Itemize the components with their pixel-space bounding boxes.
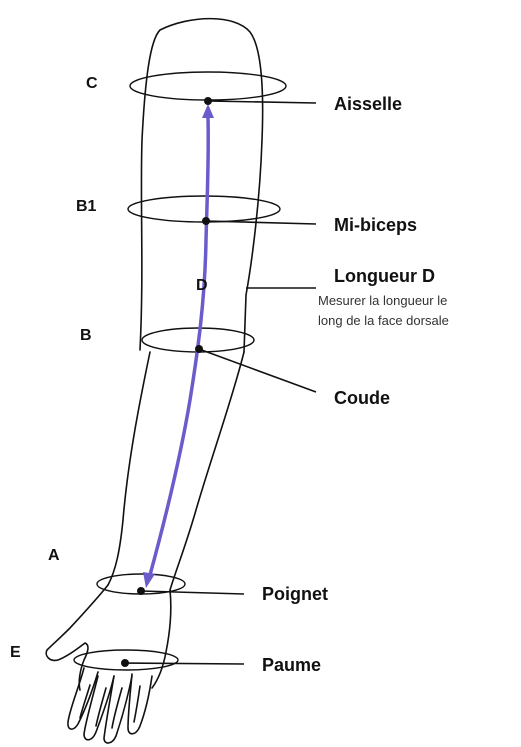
leader-lines	[125, 101, 316, 664]
label-longueur-d: Longueur D	[334, 266, 435, 286]
letter-e: E	[10, 644, 21, 661]
letter-b1: B1	[76, 198, 97, 215]
label-coude: Coude	[334, 388, 390, 408]
note-longueur-line1: Mesurer la longueur le	[318, 293, 447, 308]
length-d-arrow	[143, 104, 214, 588]
note-longueur-line2: long de la face dorsale	[318, 313, 449, 328]
leader-paume	[125, 663, 244, 664]
leader-coude	[199, 349, 316, 392]
measurement-labels: Aisselle Mi-biceps Longueur D Mesurer la…	[262, 94, 449, 675]
leader-aisselle	[208, 101, 316, 103]
letter-c: C	[86, 75, 98, 92]
letter-d: D	[196, 277, 208, 294]
label-mi-biceps: Mi-biceps	[334, 215, 417, 235]
arm-outline	[46, 19, 262, 743]
measurement-points	[121, 97, 212, 667]
letter-a: A	[48, 547, 60, 564]
letter-markers: C B1 D B A E	[10, 75, 208, 661]
leader-mi-biceps	[206, 221, 316, 224]
measurement-rings	[74, 72, 286, 670]
letter-b: B	[80, 327, 92, 344]
label-aisselle: Aisselle	[334, 94, 402, 114]
label-paume: Paume	[262, 655, 321, 675]
label-poignet: Poignet	[262, 584, 328, 604]
